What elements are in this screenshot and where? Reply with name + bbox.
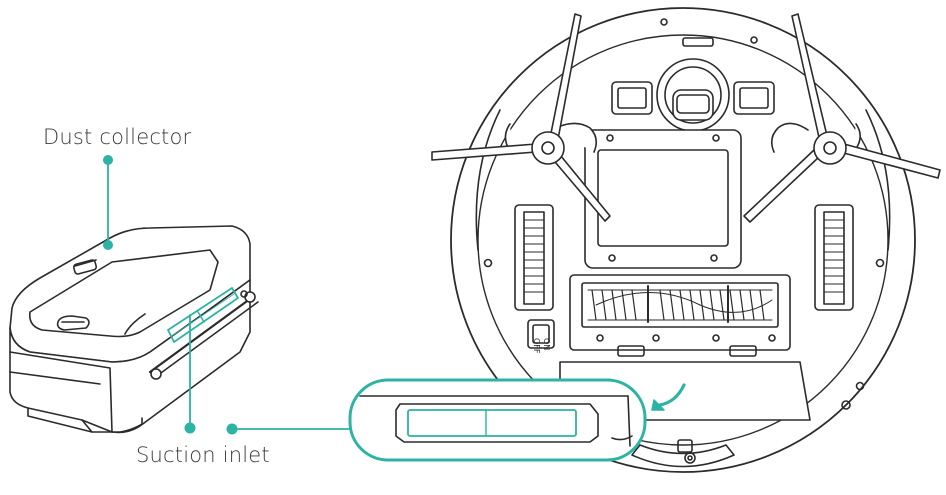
suction-inlet-callout (348, 378, 647, 462)
switch-on-label: ON (542, 338, 551, 350)
dust-collector-illustration (9, 225, 259, 434)
side-brush-left (431, 13, 611, 222)
insert-arrow-icon (651, 383, 686, 411)
leader-lines (103, 155, 441, 435)
suction-inlet-label: Suction inlet (136, 443, 270, 467)
side-brush-right (743, 13, 941, 223)
dust-collector-label: Dust collector (43, 125, 192, 149)
switch-off-label: OFF (532, 338, 541, 354)
